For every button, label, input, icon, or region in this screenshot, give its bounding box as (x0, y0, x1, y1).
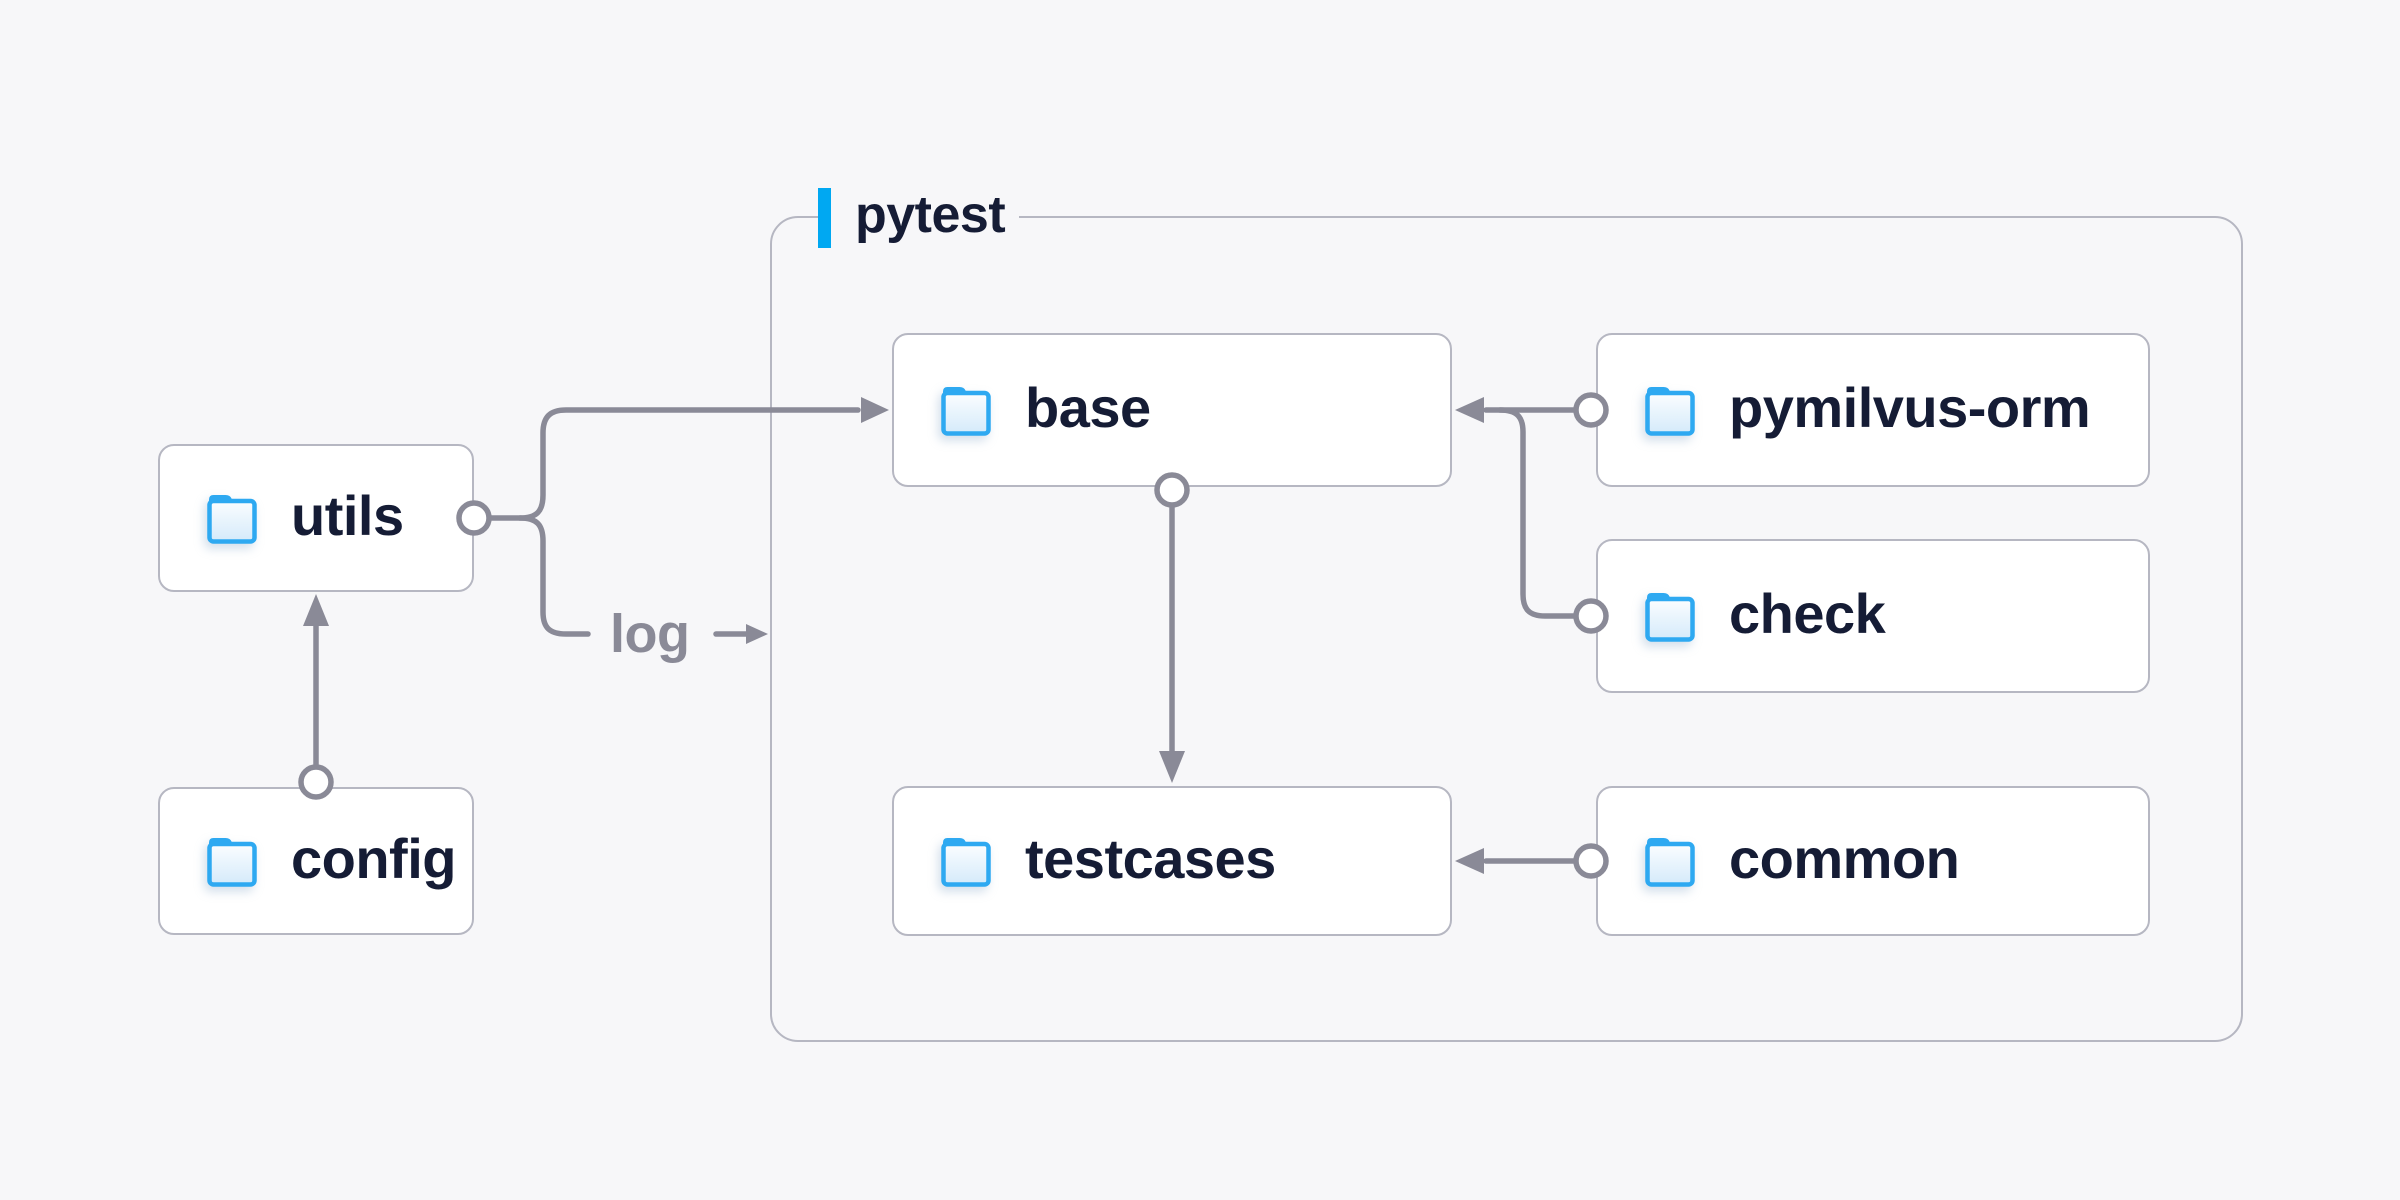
pytest-group-label: pytest (818, 186, 1020, 250)
folder-body (1645, 596, 1695, 642)
node-label: common (1729, 827, 1960, 890)
node-common: common (1596, 786, 2150, 936)
pytest-group-box (770, 216, 2243, 1042)
node-label: pymilvus-orm (1729, 376, 2091, 439)
edge-line (517, 515, 591, 637)
edge-label-log: log (610, 604, 689, 664)
folder-icon (1645, 838, 1695, 887)
folder-body (207, 841, 257, 887)
node-pymilvus-orm: pymilvus-orm (1596, 333, 2150, 487)
folder-icon (1645, 387, 1695, 436)
folder-icon (941, 838, 991, 887)
node-label: testcases (1025, 827, 1276, 890)
edge-config-utils (298, 594, 334, 800)
log-arrowhead-right (746, 624, 768, 644)
folder-body (941, 390, 991, 436)
arrowhead-up (303, 594, 329, 626)
node-label: utils (291, 484, 404, 547)
node-config: config (158, 787, 474, 935)
folder-icon (207, 838, 257, 887)
edge-utils-log: log (517, 515, 768, 664)
node-label: check (1729, 582, 1886, 645)
group-title: pytest (855, 186, 1006, 244)
node-testcases: testcases (892, 786, 1452, 936)
node-base: base (892, 333, 1452, 487)
folder-body (207, 498, 257, 544)
node-label: config (291, 827, 456, 890)
folder-icon (941, 387, 991, 436)
node-check: check (1596, 539, 2150, 693)
accent-bar (818, 188, 831, 248)
folder-body (941, 841, 991, 887)
folder-icon (207, 495, 257, 544)
node-utils: utils (158, 444, 474, 592)
folder-icon (1645, 593, 1695, 642)
folder-body (1645, 841, 1695, 887)
folder-body (1645, 390, 1695, 436)
node-label: base (1025, 376, 1151, 439)
